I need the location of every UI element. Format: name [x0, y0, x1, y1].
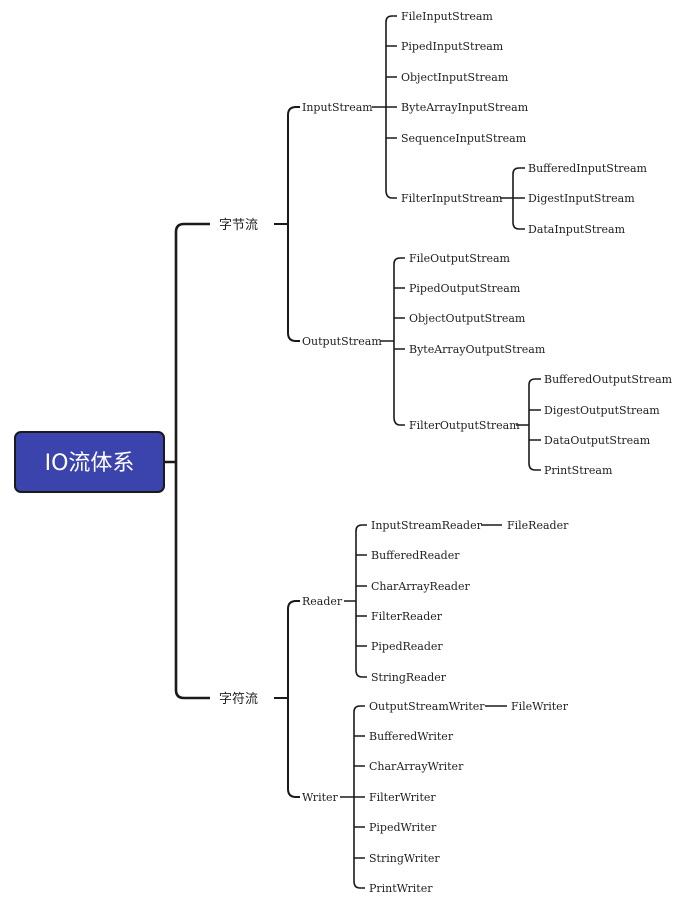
leaf-data-input-stream[interactable]: DataInputStream — [528, 223, 626, 236]
node-filter-output-stream[interactable]: FilterOutputStream — [409, 419, 520, 432]
root-label: IO流体系 — [45, 451, 135, 476]
leaf-byte-array-input-stream[interactable]: ByteArrayInputStream — [401, 101, 529, 114]
connector-byte-stream — [274, 106, 300, 342]
connector-char-stream — [274, 600, 300, 798]
leaf-object-output-stream[interactable]: ObjectOutputStream — [409, 312, 526, 325]
leaf-string-writer[interactable]: StringWriter — [369, 852, 440, 865]
leaf-file-reader[interactable]: FileReader — [507, 519, 569, 532]
leaf-piped-reader[interactable]: PipedReader — [371, 640, 443, 653]
connector-filter-output — [516, 378, 541, 471]
leaf-buffered-reader[interactable]: BufferedReader — [371, 549, 460, 562]
leaf-digest-output-stream[interactable]: DigestOutputStream — [544, 404, 660, 417]
connector-input-stream — [372, 15, 397, 199]
connector-reader — [344, 524, 367, 678]
connectors — [164, 15, 541, 889]
connector-output-stream — [380, 257, 405, 426]
leaf-piped-writer[interactable]: PipedWriter — [369, 821, 437, 834]
leaf-buffered-input-stream[interactable]: BufferedInputStream — [528, 162, 648, 175]
node-input-stream-reader[interactable]: InputStreamReader — [371, 519, 483, 532]
node-reader[interactable]: Reader — [302, 595, 343, 608]
leaf-sequence-input-stream[interactable]: SequenceInputStream — [401, 132, 527, 145]
connector-writer — [340, 705, 365, 889]
leaf-data-output-stream[interactable]: DataOutputStream — [544, 434, 651, 447]
node-byte-stream[interactable]: 字节流 — [219, 218, 258, 233]
leaf-filter-writer[interactable]: FilterWriter — [369, 791, 436, 804]
leaf-file-writer[interactable]: FileWriter — [511, 700, 569, 713]
leaf-char-array-reader[interactable]: CharArrayReader — [371, 580, 470, 593]
root-node[interactable]: IO流体系 — [14, 431, 165, 493]
leaf-digest-input-stream[interactable]: DigestInputStream — [528, 192, 635, 205]
node-filter-input-stream[interactable]: FilterInputStream — [401, 192, 503, 205]
leaf-string-reader[interactable]: StringReader — [371, 671, 447, 684]
leaf-file-input-stream[interactable]: FileInputStream — [401, 10, 493, 23]
leaf-object-input-stream[interactable]: ObjectInputStream — [401, 71, 509, 84]
node-output-stream[interactable]: OutputStream — [302, 335, 382, 348]
leaf-print-stream[interactable]: PrintStream — [544, 464, 613, 477]
connector-root — [164, 222, 210, 700]
node-writer[interactable]: Writer — [302, 791, 339, 804]
node-output-stream-writer[interactable]: OutputStreamWriter — [369, 700, 485, 713]
leaf-file-output-stream[interactable]: FileOutputStream — [409, 252, 511, 265]
leaf-piped-output-stream[interactable]: PipedOutputStream — [409, 282, 521, 295]
leaf-print-writer[interactable]: PrintWriter — [369, 882, 433, 895]
leaf-piped-input-stream[interactable]: PipedInputStream — [401, 40, 504, 53]
leaf-buffered-writer[interactable]: BufferedWriter — [369, 730, 454, 743]
leaf-char-array-writer[interactable]: CharArrayWriter — [369, 760, 464, 773]
node-char-stream[interactable]: 字符流 — [219, 691, 258, 707]
connector-filter-input — [500, 167, 525, 230]
node-input-stream[interactable]: InputStream — [302, 101, 373, 114]
leaf-filter-reader[interactable]: FilterReader — [371, 610, 443, 623]
leaf-buffered-output-stream[interactable]: BufferedOutputStream — [544, 373, 673, 386]
leaf-byte-array-output-stream[interactable]: ByteArrayOutputStream — [409, 343, 546, 356]
root-box — [14, 431, 165, 493]
